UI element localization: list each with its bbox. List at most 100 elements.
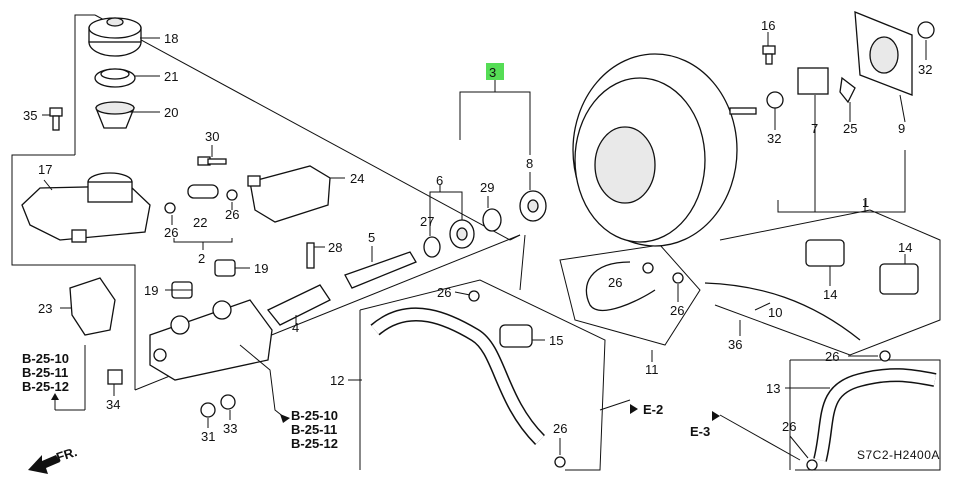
callout-31[interactable]: 31 <box>201 429 215 444</box>
callout-leaders <box>42 32 927 459</box>
callout-29[interactable]: 29 <box>480 180 494 195</box>
ref-group-center: B-25-10 B-25-11 B-25-12 <box>239 344 338 451</box>
callout-30[interactable]: 30 <box>205 129 219 144</box>
callout-19-a[interactable]: 19 <box>254 261 268 276</box>
part-22-hose <box>187 184 219 199</box>
part-5-primary-piston <box>344 251 417 289</box>
ref-e3: E-3 <box>690 411 720 439</box>
part-24-reservoir-tank <box>247 165 331 223</box>
callout-27[interactable]: 27 <box>420 214 434 229</box>
callout-36[interactable]: 36 <box>728 337 742 352</box>
callout-5[interactable]: 5 <box>368 230 375 245</box>
part-1-brake-booster <box>572 53 757 247</box>
ref-left-b-25-11[interactable]: B-25-11 <box>22 365 68 380</box>
ref-center-b-25-10[interactable]: B-25-10 <box>291 408 338 423</box>
callout-28[interactable]: 28 <box>328 240 342 255</box>
part-23-bracket <box>69 277 116 336</box>
ref-e-2[interactable]: E-2 <box>643 402 663 417</box>
callout-26-b[interactable]: 26 <box>225 207 239 222</box>
callout-33[interactable]: 33 <box>223 421 237 436</box>
callout-22[interactable]: 22 <box>193 215 207 230</box>
ref-e2: E-2 <box>630 402 663 417</box>
callout-13[interactable]: 13 <box>766 381 780 396</box>
ref-center-b-25-11[interactable]: B-25-11 <box>291 422 337 437</box>
part-27-ring <box>423 236 441 258</box>
callout-25[interactable]: 25 <box>843 121 857 136</box>
callout-4[interactable]: 4 <box>292 320 299 335</box>
callout-1[interactable]: 1 <box>862 195 869 210</box>
ref-left-b-25-12[interactable]: B-25-12 <box>22 379 69 394</box>
master-cylinder-body <box>149 299 273 381</box>
callout-labels: 3 1 2 4 5 6 7 8 9 10 11 12 13 14 14 15 1… <box>23 18 932 444</box>
callout-14-a[interactable]: 14 <box>823 287 837 302</box>
part-11-hose <box>585 261 656 311</box>
callout-34[interactable]: 34 <box>106 397 120 412</box>
callout-8[interactable]: 8 <box>526 156 533 171</box>
callout-7[interactable]: 7 <box>811 121 818 136</box>
ref-e-3[interactable]: E-3 <box>690 424 710 439</box>
part-34-bolt <box>107 369 123 385</box>
part-6-seal <box>449 219 475 249</box>
part-32-nut-a <box>766 91 784 109</box>
part-16-bolt <box>762 45 776 65</box>
callout-15[interactable]: 15 <box>549 333 563 348</box>
hose-clamps <box>164 189 891 471</box>
fr-arrow-icon <box>28 455 60 474</box>
part-32-nut-b <box>917 21 935 39</box>
part-35-bolt <box>49 107 63 131</box>
callout-26-g[interactable]: 26 <box>825 349 839 364</box>
callout-20[interactable]: 20 <box>164 105 178 120</box>
part-14-holder-b <box>879 263 919 295</box>
callout-17[interactable]: 17 <box>38 162 52 177</box>
part-17-reservoir <box>21 172 151 243</box>
part-25-clip <box>839 76 856 104</box>
diagram-code: S7C2-H2400A <box>857 448 940 462</box>
part-31-nut <box>200 402 216 418</box>
callout-24[interactable]: 24 <box>350 171 364 186</box>
callout-26-f[interactable]: 26 <box>553 421 567 436</box>
callout-9[interactable]: 9 <box>898 121 905 136</box>
part-8-seal <box>519 190 547 222</box>
callout-26-c[interactable]: 26 <box>437 285 451 300</box>
front-direction-arrow: FR. <box>28 444 79 474</box>
part-4-secondary-piston <box>266 284 331 326</box>
ref-left-b-25-10[interactable]: B-25-10 <box>22 351 69 366</box>
ref-center-b-25-12[interactable]: B-25-12 <box>291 436 338 451</box>
callout-3[interactable]: 3 <box>489 65 496 80</box>
part-10-vacuum-pipe <box>704 282 861 341</box>
callout-23[interactable]: 23 <box>38 301 52 316</box>
part-21-filter-ring <box>94 68 136 88</box>
part-29-clip <box>482 208 502 232</box>
callout-6[interactable]: 6 <box>436 173 443 188</box>
part-12-hose <box>370 307 546 445</box>
callout-11[interactable]: 11 <box>645 362 659 377</box>
part-9-gasket <box>854 11 913 96</box>
callout-26-e[interactable]: 26 <box>670 303 684 318</box>
part-33-nut <box>220 394 236 410</box>
part-14-holder-a <box>805 239 845 267</box>
ref-group-left: B-25-10 B-25-11 B-25-12 <box>22 345 86 411</box>
callout-26-a[interactable]: 26 <box>164 225 178 240</box>
callout-19-b[interactable]: 19 <box>144 283 158 298</box>
callout-35[interactable]: 35 <box>23 108 37 123</box>
callout-16[interactable]: 16 <box>761 18 775 33</box>
callout-26-h[interactable]: 26 <box>782 419 796 434</box>
part-19-cap-a <box>214 259 236 277</box>
part-13-hose <box>813 368 937 462</box>
callout-32-b[interactable]: 32 <box>918 62 932 77</box>
callout-26-d[interactable]: 26 <box>608 275 622 290</box>
part-7-clevis <box>797 67 829 95</box>
callout-12[interactable]: 12 <box>330 373 344 388</box>
callout-3-highlight <box>486 63 504 80</box>
callout-2[interactable]: 2 <box>198 251 205 266</box>
callout-18[interactable]: 18 <box>164 31 178 46</box>
part-28-pin <box>306 242 315 269</box>
callout-21[interactable]: 21 <box>164 69 178 84</box>
callout-14-b[interactable]: 14 <box>898 240 912 255</box>
callout-10[interactable]: 10 <box>768 305 782 320</box>
fr-label: FR. <box>54 444 79 465</box>
callout-32-a[interactable]: 32 <box>767 131 781 146</box>
part-15-fitting <box>499 324 533 348</box>
